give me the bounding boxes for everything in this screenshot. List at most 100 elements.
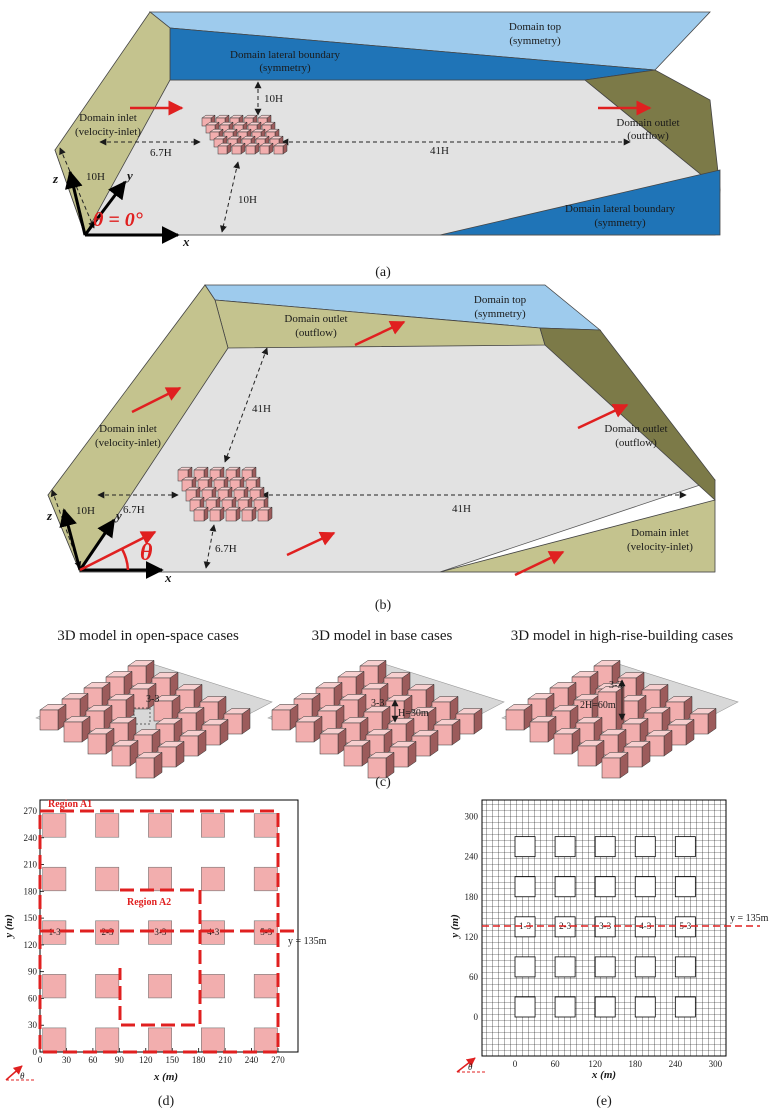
dim-height-label: 10H: [86, 171, 105, 183]
model-building: [597, 685, 625, 733]
label-inlet-front: Domain inlet: [631, 527, 689, 539]
x-tick-label: 270: [271, 1055, 285, 1065]
model-building: [433, 718, 461, 746]
dim-right-label: 41H: [452, 503, 471, 515]
model-building: [319, 727, 347, 755]
dim-up-label: 10H: [264, 93, 283, 105]
wind-arrow-4: [286, 531, 336, 557]
building-cell: [674, 956, 696, 978]
building-footprint: [253, 813, 278, 838]
building-block: [259, 142, 274, 155]
building-block: [225, 506, 241, 522]
x-tick-label: 0: [513, 1059, 518, 1069]
wind-arrow-1: [354, 320, 406, 347]
building-footprint: [201, 813, 225, 838]
building-cell: [634, 996, 656, 1018]
caption-c: (c): [375, 775, 391, 790]
building-cell: [674, 876, 696, 898]
label-outlet-sub: (outflow): [627, 130, 669, 142]
building-block: [257, 506, 273, 522]
outlet-face: [584, 69, 721, 191]
building-cell: [514, 876, 536, 898]
building-footprint: [148, 1027, 172, 1052]
model-building: [201, 718, 229, 746]
building-cell: [634, 876, 656, 898]
label-inlet-left-sub: (velocity-inlet): [95, 437, 161, 449]
label-outlet-back: Domain outlet: [284, 313, 347, 325]
building-footprint: [201, 866, 225, 892]
caption-d: (d): [158, 1094, 175, 1109]
building-array-b: [177, 466, 273, 522]
x-tick-label: 60: [551, 1059, 561, 1069]
y-tick-label: 180: [24, 886, 38, 896]
caption-a: (a): [375, 265, 391, 280]
building-block: [217, 142, 232, 155]
y-tick-label: 30: [28, 1020, 38, 1030]
model-building: [665, 695, 693, 723]
y-tick-label: 0: [474, 1012, 479, 1022]
label-outlet-right-sub: (outflow): [615, 437, 657, 449]
building-cell: [514, 996, 536, 1018]
axis-z-label: z: [52, 171, 59, 186]
tag-base: 3-3: [371, 698, 384, 709]
theta-arc: [120, 548, 130, 571]
building-footprint: [95, 920, 120, 945]
dim-down-line: [203, 524, 217, 569]
model-building: [111, 739, 139, 767]
label-lateral-front: Domain lateral boundary: [565, 203, 675, 215]
building-cell: [674, 836, 696, 858]
building-label: 1-3: [49, 927, 61, 937]
y-tick-label: 0: [33, 1047, 38, 1057]
axis-y-arrow: [83, 180, 127, 236]
building-cell: [594, 876, 616, 898]
y-tick-label: 120: [24, 940, 38, 950]
building-array-a: [201, 114, 288, 155]
building-footprint: [253, 866, 278, 892]
dim-down-label: 6.7H: [215, 543, 237, 555]
x-tick-label: 30: [62, 1055, 72, 1065]
building-block: [231, 142, 246, 155]
tag-high-rise: 3-3: [609, 680, 622, 691]
model-building: [109, 716, 137, 744]
theta-label: θ = 0°: [93, 209, 143, 231]
building-cell: [594, 996, 616, 1018]
label-lateral-front-sub: (symmetry): [594, 217, 646, 229]
model-building: [87, 727, 115, 755]
model-building: [505, 703, 533, 731]
theta-direction: [5, 1065, 23, 1081]
model-building: [39, 703, 67, 731]
model-building: [135, 751, 163, 779]
label-inlet-front-sub: (velocity-inlet): [627, 541, 693, 553]
x-tick-label: 180: [192, 1055, 206, 1065]
building-block: [209, 506, 225, 522]
building-footprint: [42, 920, 67, 945]
theta-label: θ: [140, 540, 153, 566]
building-block: [193, 506, 209, 522]
y-tick-label: 60: [469, 972, 479, 982]
y-tick-label: 240: [465, 852, 479, 862]
building-footprint: [95, 1027, 120, 1052]
axis-z-label: z: [46, 508, 53, 523]
x-tick-label: 120: [588, 1059, 602, 1069]
wind-arrow-3: [577, 403, 629, 430]
building-footprint: [95, 974, 120, 999]
building-footprint: [42, 974, 67, 999]
x-tick-label: 60: [88, 1055, 98, 1065]
title-base: 3D model in base cases: [312, 628, 453, 644]
building-footprint: [201, 1027, 225, 1052]
building-footprint: [201, 974, 225, 999]
building-footprint: [95, 813, 120, 838]
theta-label: θ: [468, 1062, 473, 1072]
x-tick-label: 90: [115, 1055, 125, 1065]
x-tick-label: 120: [139, 1055, 153, 1065]
dim-left-label: 6.7H: [150, 147, 172, 159]
label-inlet-left: Domain inlet: [99, 423, 157, 435]
model-building: [601, 751, 629, 779]
building-cell: [514, 836, 536, 858]
y-tick-label: 180: [465, 892, 479, 902]
building-footprint: [148, 813, 172, 838]
label-lateral-back: Domain lateral boundary: [230, 49, 340, 61]
model-building: [389, 740, 417, 768]
building-block: [273, 142, 288, 155]
y-tick-label: 300: [465, 812, 479, 822]
